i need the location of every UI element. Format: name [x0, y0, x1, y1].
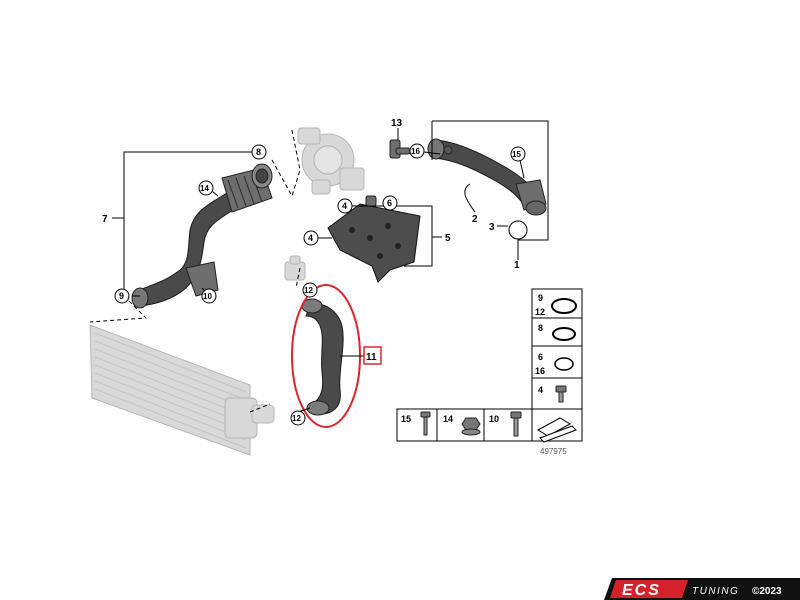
direction-arrow-icon	[536, 417, 577, 443]
legend-side-4: 4	[538, 385, 543, 395]
legend-bottom-10: 10	[489, 414, 499, 424]
ecs-tuning-logo: ECS TUNING ©2023	[604, 578, 800, 600]
callout-14: 14	[200, 184, 209, 193]
callout-12-bottom: 12	[292, 414, 301, 423]
callout-3: 3	[489, 222, 495, 233]
bolt-flange-icon	[510, 411, 522, 437]
legend-bottom-14: 14	[443, 414, 453, 424]
legend-side-6: 6	[538, 352, 543, 362]
legend-side-12: 12	[535, 307, 545, 317]
intercooler-ghost	[89, 324, 275, 456]
logo-suffix: TUNING	[692, 586, 739, 597]
sensor-13	[389, 139, 411, 159]
bracket-5	[327, 195, 421, 283]
logo-brand: ECS	[622, 582, 661, 599]
nut-icon	[461, 417, 481, 436]
callout-9: 9	[119, 291, 124, 301]
charge-pipe-7	[131, 163, 273, 309]
callout-12-top: 12	[304, 286, 313, 295]
legend-side-8: 8	[538, 323, 543, 333]
turbocharger-ghost	[297, 127, 365, 195]
connector-ghost	[284, 255, 306, 281]
legend-side: 9 12 8 6 16 4	[531, 288, 583, 410]
callout-1: 1	[514, 260, 520, 271]
callout-11: 11	[366, 352, 377, 363]
screw-icon	[420, 411, 431, 436]
callout-4-top: 4	[342, 201, 347, 211]
legend-side-16: 16	[535, 366, 545, 376]
callout-15: 15	[512, 150, 521, 159]
callout-7: 7	[102, 214, 108, 225]
bolt-icon	[555, 385, 567, 403]
figure-number: 497975	[540, 447, 567, 456]
callout-5: 5	[445, 233, 451, 244]
callout-2: 2	[472, 214, 478, 225]
legend-side-9: 9	[538, 293, 543, 303]
callout-8: 8	[256, 147, 261, 157]
logo-copyright: ©2023	[752, 586, 782, 597]
legend-bottom: 15 14 10 497975	[396, 408, 583, 456]
legend-bottom-15: 15	[401, 414, 411, 424]
charge-hose-11	[301, 298, 344, 416]
callout-13: 13	[391, 118, 403, 129]
callout-6: 6	[387, 198, 392, 208]
charge-pipe-1	[427, 138, 547, 216]
callout-16: 16	[411, 147, 420, 156]
callouts: 1 2 3 4 4 5 6 7 8 9 10 11 12 12 13 14 15…	[102, 118, 526, 426]
callout-10: 10	[203, 292, 212, 301]
callout-4-left: 4	[308, 233, 313, 243]
